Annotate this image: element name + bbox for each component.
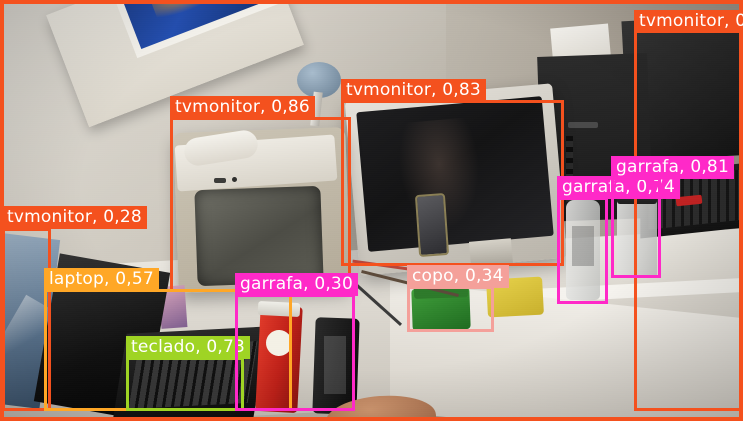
detection-label-copo-034: copo, 0,34 — [407, 265, 509, 288]
detection-label-laptop-057: laptop, 0,57 — [44, 268, 159, 291]
detection-label-garrafa-030: garrafa, 0,30 — [235, 273, 358, 296]
water-bottle-left — [566, 200, 600, 300]
detection-box-garrafa-081 — [611, 177, 661, 278]
detection-box-garrafa-030 — [235, 294, 355, 411]
detection-label-tvmonitor-083: tvmonitor, 0,83 — [341, 79, 486, 102]
detection-label-tvmonitor-086: tvmonitor, 0,86 — [170, 96, 315, 119]
detection-box-tvmonitor-028 — [2, 228, 51, 411]
crt-monitor-power-led — [232, 177, 237, 182]
pc-tower-vents — [566, 136, 573, 202]
detection-box-tvmonitor-086 — [170, 117, 351, 292]
pc-tower-label — [568, 122, 598, 128]
detection-box-tvmonitor-083 — [341, 100, 564, 266]
detection-box-garrafa-074 — [557, 197, 608, 304]
detection-box-copo-034 — [407, 286, 494, 332]
detection-label-tvmonitor-028: tvmonitor, 0,28 — [2, 206, 147, 229]
detection-box-teclado-073 — [126, 357, 244, 411]
detection-label-teclado-073: teclado, 0,73 — [126, 336, 251, 359]
black-flask-label — [324, 336, 346, 394]
detection-label-tvmonitor-top-right: tvmonitor, 0 — [634, 10, 743, 33]
detection-label-garrafa-081: garrafa, 0,81 — [611, 156, 734, 179]
detection-label-garrafa-074: garrafa, 0,74 — [557, 176, 680, 199]
crt-monitor-vent — [214, 178, 226, 183]
water-bottle-left-label — [572, 226, 594, 266]
